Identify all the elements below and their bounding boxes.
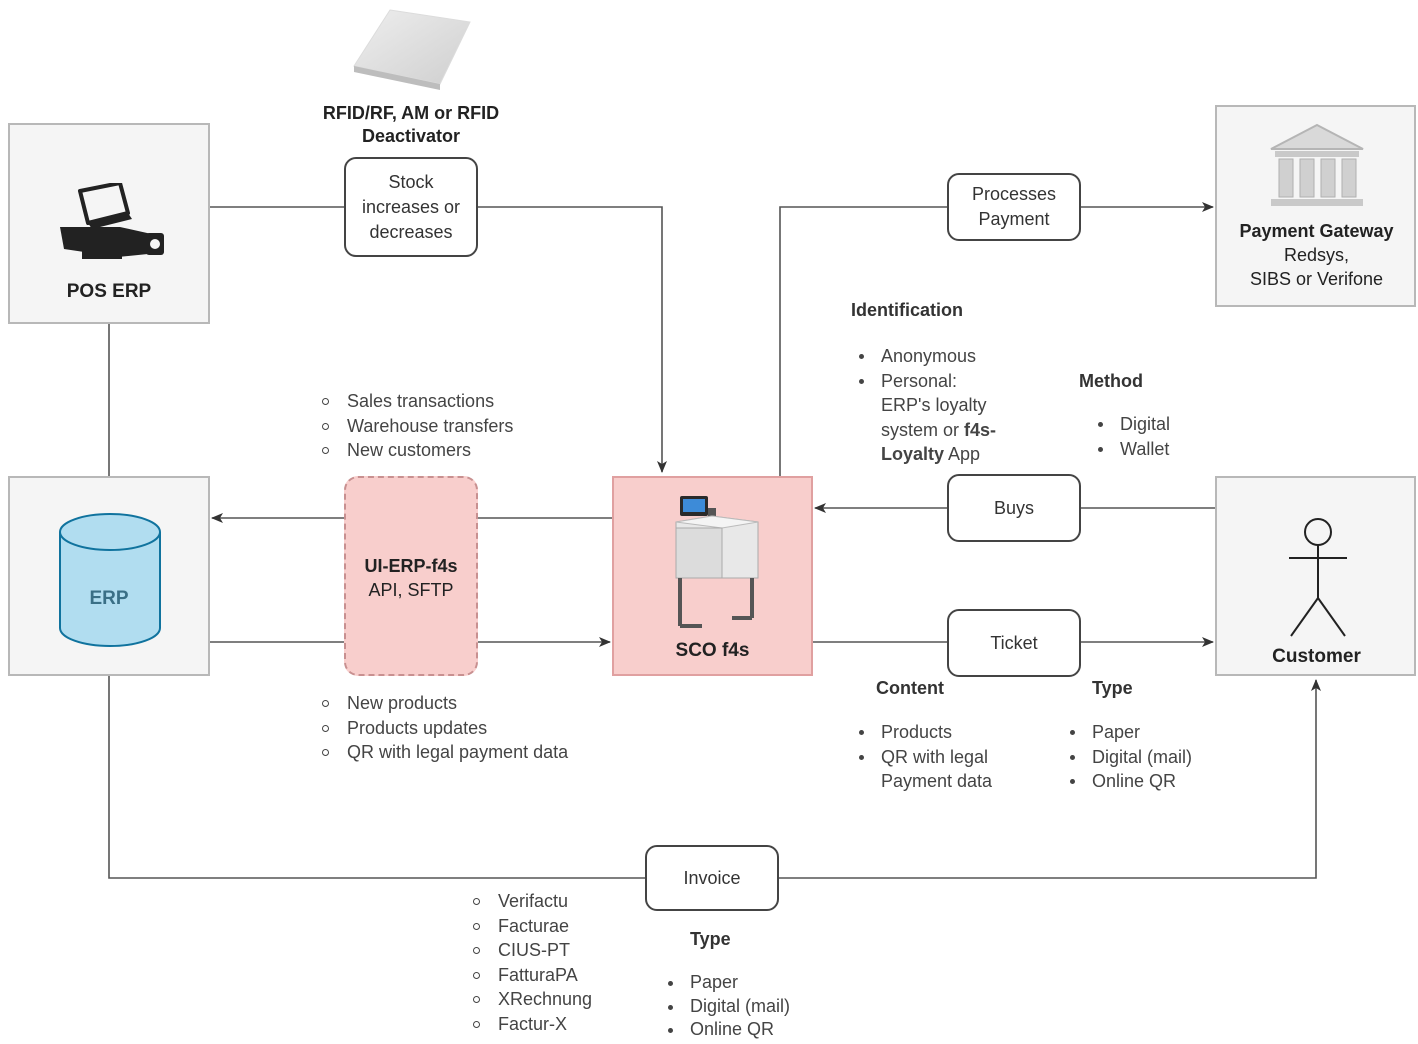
invoice-edge-label[interactable]: Invoice xyxy=(645,845,779,911)
products-data-list: New products Products updates QR with le… xyxy=(319,691,568,765)
deactivator-label: RFID/RF, AM or RFID Deactivator xyxy=(300,102,522,148)
list-item: Facturae xyxy=(470,914,592,939)
method-list: Digital Wallet xyxy=(1092,412,1170,461)
list-item: Anonymous xyxy=(853,344,996,369)
database-icon xyxy=(58,512,162,653)
list-item: New products xyxy=(319,691,568,716)
gateway-line1: Redsys, xyxy=(1283,245,1350,265)
list-item: Digital (mail) xyxy=(662,995,790,1019)
list-item: Personal: ERP's loyalty system or f4s- L… xyxy=(853,369,996,467)
list-item: CIUS-PT xyxy=(470,938,592,963)
payment-gateway-node[interactable]: Payment Gateway Redsys, SIBS or Verifone xyxy=(1215,105,1416,307)
stock-line1: Stock xyxy=(388,171,434,192)
invoice-type-heading: Type xyxy=(690,929,731,949)
pos-erp-node[interactable]: POS ERP xyxy=(8,123,210,324)
sales-data-list: Sales transactions Warehouse transfers N… xyxy=(319,389,513,463)
edge-invoice-customer xyxy=(779,679,1321,879)
buys-edge-label[interactable]: Buys xyxy=(947,474,1081,542)
ticket-type-list: Paper Digital (mail) Online QR xyxy=(1064,720,1192,794)
ticket-type-heading: Type xyxy=(1092,678,1133,698)
customer-node[interactable]: Customer xyxy=(1215,476,1416,676)
list-item: New customers xyxy=(319,438,513,463)
list-item: Products updates xyxy=(319,716,568,741)
processes-payment-edge-label[interactable]: Processes Payment xyxy=(947,173,1081,241)
person-icon xyxy=(1283,516,1353,643)
processes-line2: Payment xyxy=(978,209,1050,229)
list-item: Paper xyxy=(662,971,790,995)
list-item: Products xyxy=(853,720,992,745)
edge-sco-processes xyxy=(779,206,947,476)
gateway-line2: SIBS or Verifone xyxy=(1249,269,1384,289)
identification-heading: Identification xyxy=(851,300,963,320)
integration-label: UI-ERP-f4s API, SFTP xyxy=(346,554,476,602)
list-item: Sales transactions xyxy=(319,389,513,414)
sco-node[interactable]: SCO f4s xyxy=(612,476,813,676)
list-item: Wallet xyxy=(1092,437,1170,462)
personal-line2: ERP's loyalty xyxy=(881,395,987,415)
identification-list: Anonymous Personal: ERP's loyalty system… xyxy=(853,344,996,467)
list-item: Factur-X xyxy=(470,1012,592,1037)
content-heading: Content xyxy=(876,678,944,698)
list-item: Online QR xyxy=(662,1018,790,1042)
personal-line4b: App xyxy=(944,444,981,464)
invoice-formats-list: Verifactu Facturae CIUS-PT FatturaPA XRe… xyxy=(470,889,592,1036)
list-item: Digital (mail) xyxy=(1064,745,1192,770)
invoice-type-list: Paper Digital (mail) Online QR xyxy=(662,971,790,1042)
pos-terminal-icon xyxy=(58,181,168,268)
payment-gateway-label: Payment Gateway Redsys, SIBS or Verifone xyxy=(1217,219,1416,291)
deactivator-line1: RFID/RF, AM or RFID xyxy=(322,103,500,123)
content-list: Products QR with legal Payment data xyxy=(853,720,992,794)
pos-erp-label: POS ERP xyxy=(66,281,152,302)
integration-title: UI-ERP-f4s xyxy=(364,556,458,576)
self-checkout-kiosk-icon xyxy=(672,492,762,637)
method-heading: Method xyxy=(1079,371,1143,391)
ticket-edge-label[interactable]: Ticket xyxy=(947,609,1081,677)
list-item: Verifactu xyxy=(470,889,592,914)
integration-subtitle: API, SFTP xyxy=(368,580,454,600)
edge-erp-invoice xyxy=(108,676,645,879)
list-item: Paper xyxy=(1064,720,1192,745)
personal-prefix: Personal: xyxy=(881,370,958,391)
list-item: XRechnung xyxy=(470,987,592,1012)
edge-stock-sco xyxy=(478,206,667,473)
bank-icon xyxy=(1267,123,1367,212)
stock-line3: decreases xyxy=(369,221,453,242)
stock-line2: increases or xyxy=(361,196,461,217)
stock-edge-label[interactable]: Stock increases or decreases xyxy=(344,157,478,257)
deactivator-pad-image xyxy=(350,4,472,92)
gateway-title: Payment Gateway xyxy=(1239,221,1394,241)
deactivator-line2: Deactivator xyxy=(361,126,461,146)
list-item: QR with legal xyxy=(853,745,992,770)
list-item: Warehouse transfers xyxy=(319,414,513,439)
personal-line3b: f4s- xyxy=(964,419,997,440)
sco-label: SCO f4s xyxy=(675,640,750,661)
personal-line3a: system or xyxy=(881,419,965,440)
processes-line1: Processes xyxy=(971,184,1057,204)
customer-label: Customer xyxy=(1272,646,1361,667)
personal-line4a: Loyalty xyxy=(881,444,945,464)
erp-label: ERP xyxy=(89,588,129,609)
list-item: QR with legal payment data xyxy=(319,740,568,765)
list-item: Digital xyxy=(1092,412,1170,437)
integration-node[interactable]: UI-ERP-f4s API, SFTP xyxy=(344,476,478,676)
list-item: FatturaPA xyxy=(470,963,592,988)
erp-node[interactable]: ERP xyxy=(8,476,210,676)
list-item: Online QR xyxy=(1064,769,1192,794)
list-item: Payment data xyxy=(881,771,993,791)
